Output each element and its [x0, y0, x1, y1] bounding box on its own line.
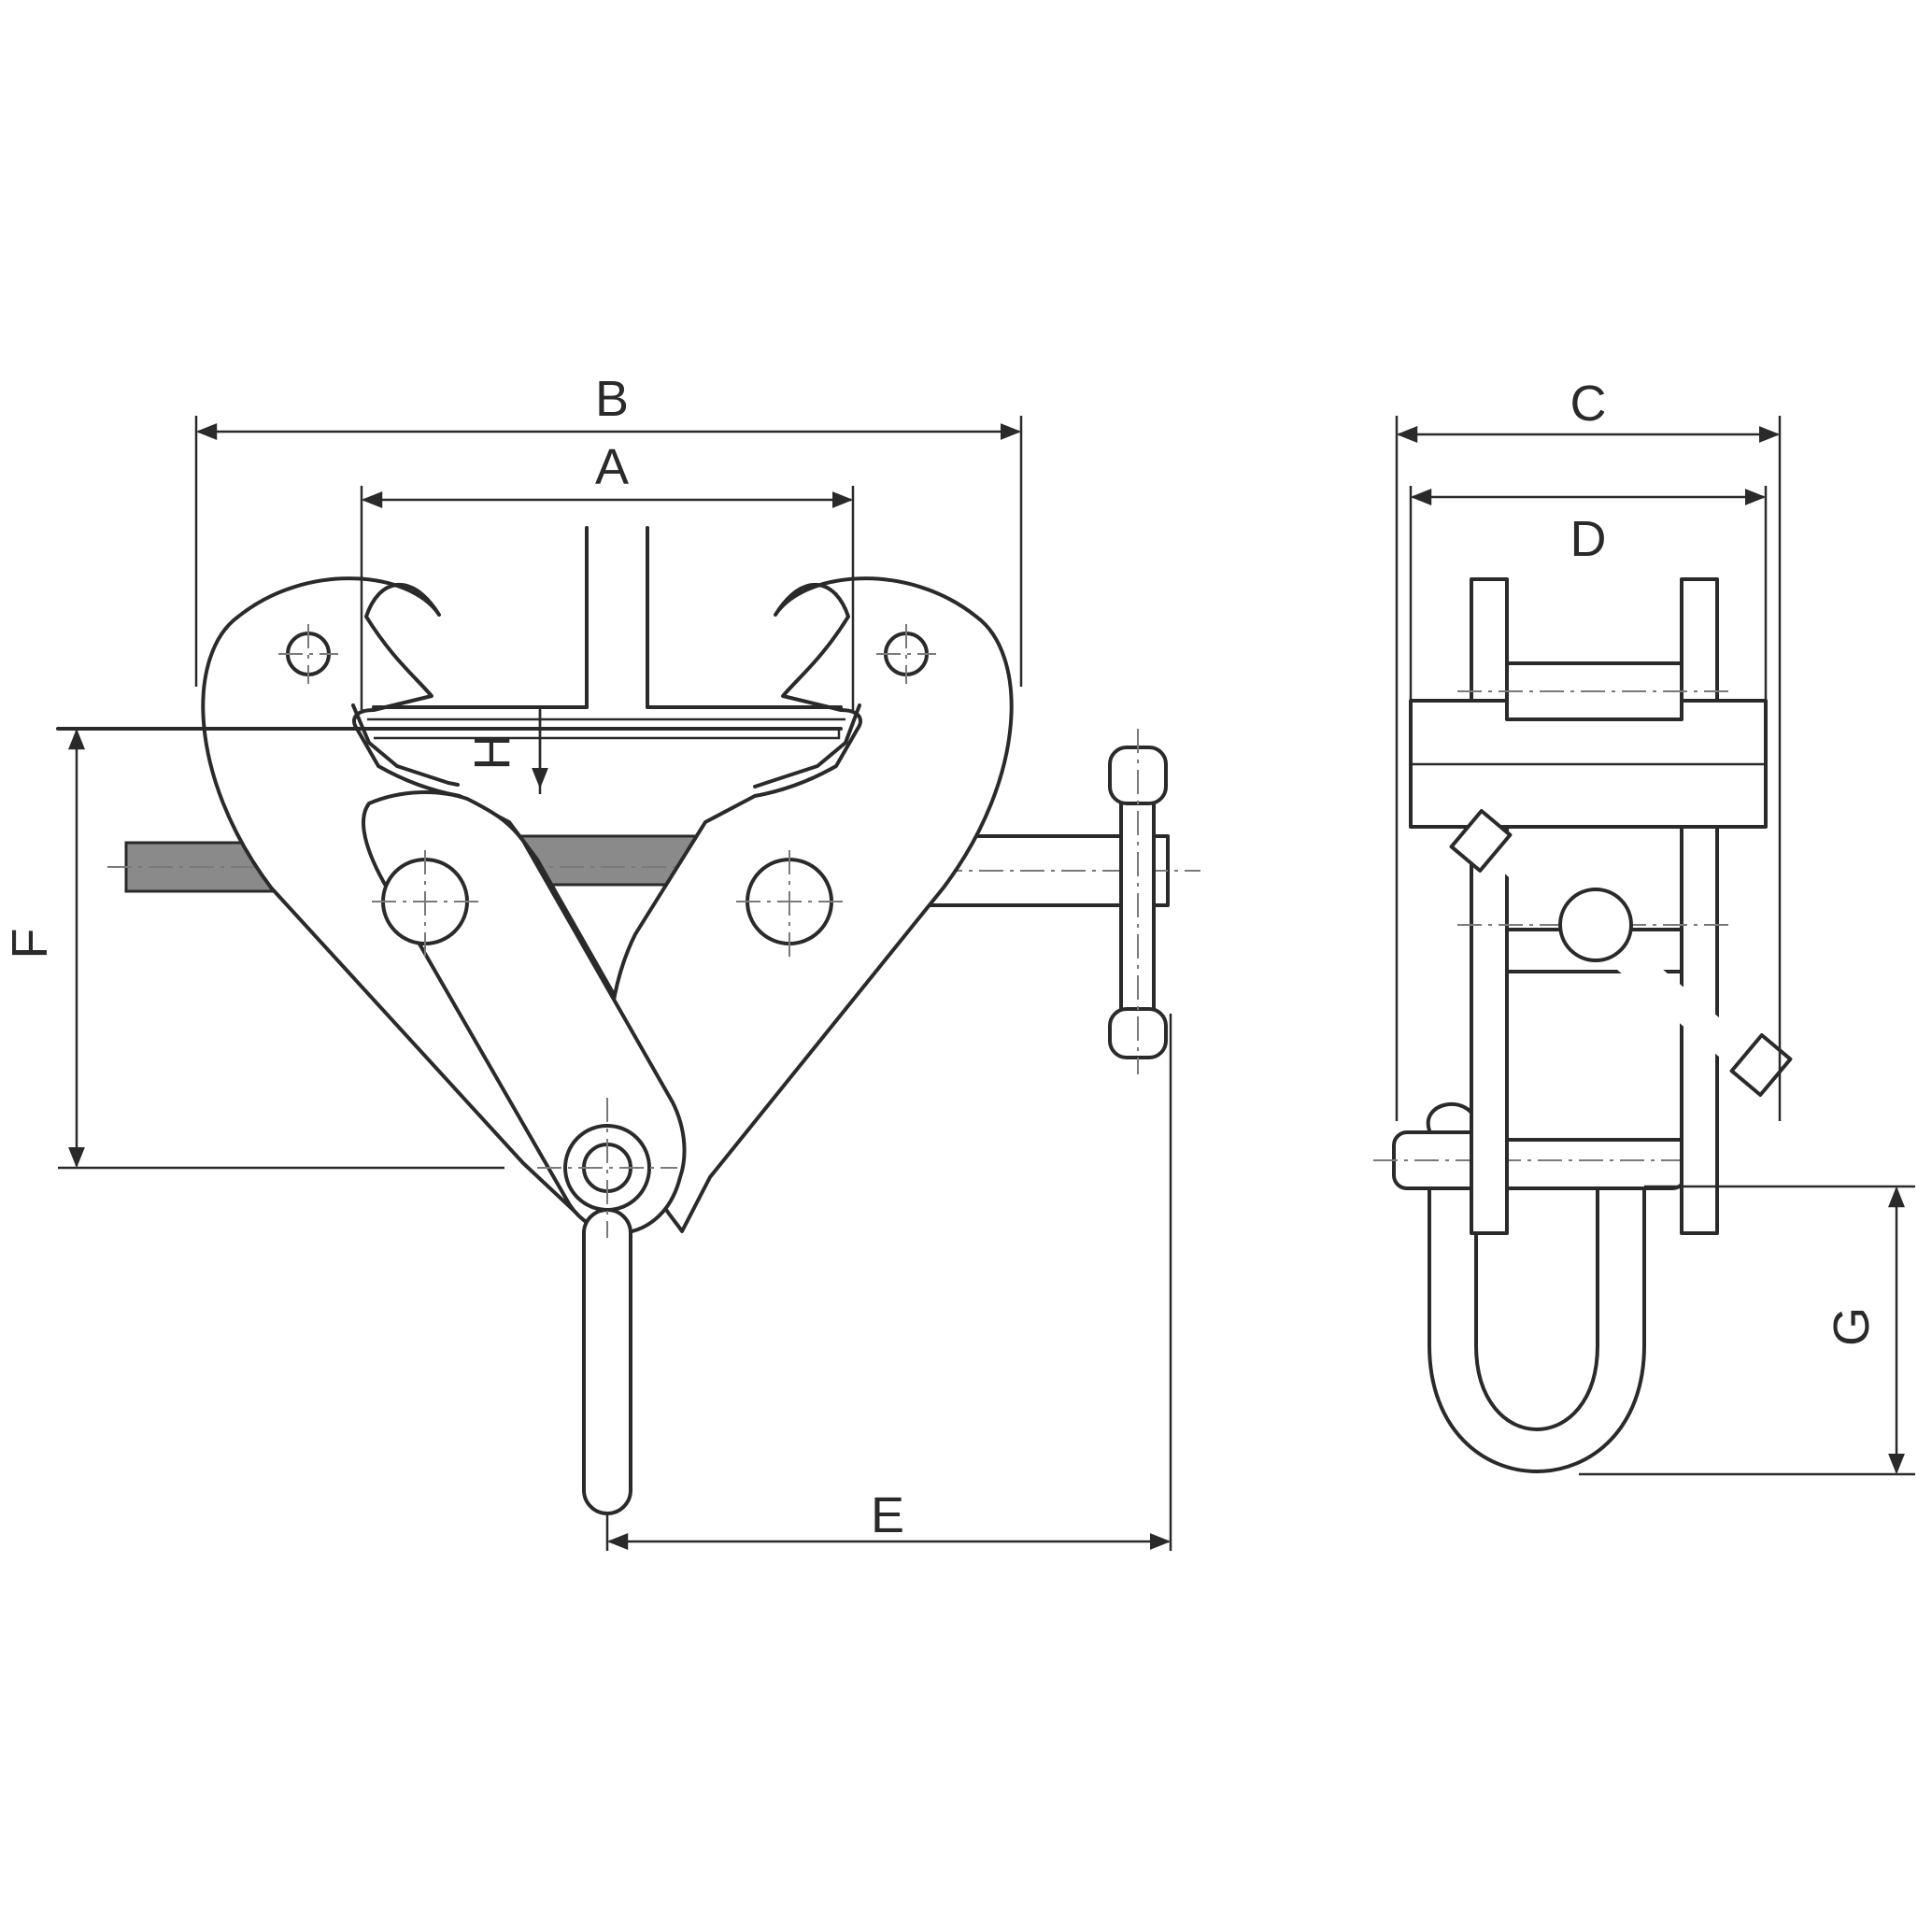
- label-E: E: [871, 1487, 904, 1543]
- side-dimension-lines: [1395, 416, 1915, 1476]
- label-A: A: [595, 439, 629, 495]
- pin-hole-left-top: [278, 624, 338, 684]
- side-plate-right: [1680, 577, 1719, 1235]
- label-C: C: [1570, 376, 1607, 432]
- diagonal-screw: [1449, 808, 1793, 1098]
- label-B: B: [595, 371, 629, 427]
- pin-hole-right-top: [876, 624, 936, 684]
- flange-gripper-lip: [351, 703, 861, 788]
- t-handle: [1108, 729, 1168, 1074]
- label-F: F: [2, 929, 58, 959]
- front-dimension-lines: [58, 416, 1172, 1551]
- pin-hole-right-mid: [736, 850, 843, 958]
- front-view: B A F H E: [2, 371, 1200, 1551]
- side-plate-left: [1470, 577, 1509, 1235]
- label-H: H: [464, 734, 520, 771]
- label-G: G: [1824, 1307, 1880, 1346]
- label-D: D: [1570, 511, 1607, 567]
- beam-flange-section: [56, 526, 843, 731]
- side-view: C D G: [1373, 376, 1915, 1476]
- pin-hole-left-mid: [372, 850, 478, 958]
